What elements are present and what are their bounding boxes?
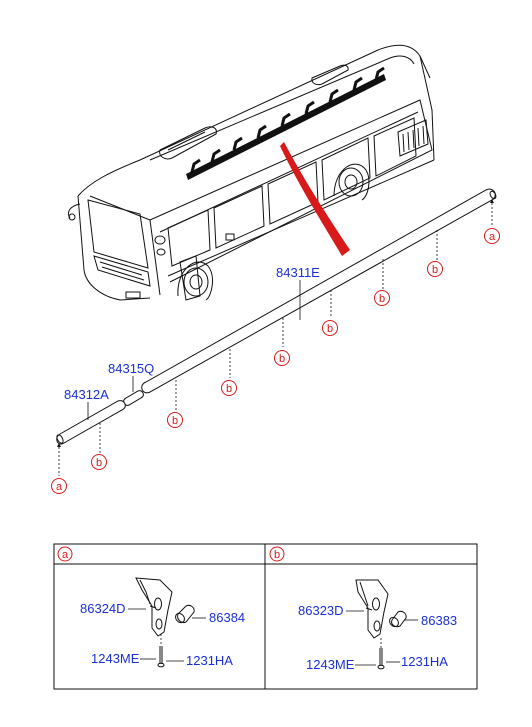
bracket-86324D-drawing: [135, 577, 173, 637]
label-1243ME-a: 1243ME: [91, 651, 140, 666]
detail-table: [53, 543, 478, 690]
label-84312A: 84312A: [64, 387, 109, 402]
screw-1243ME-drawing: [157, 634, 165, 668]
svg-text:b: b: [226, 383, 232, 395]
detail-b-panel: b 86323D 86383 1243ME 1231HA: [269, 546, 457, 672]
callout-b-6: b: [167, 412, 183, 428]
label-86383: 86383: [421, 613, 457, 628]
label-86323D: 86323D: [298, 603, 344, 618]
detail-a-panel: a 86324D 86384 1243ME 1231HA: [57, 546, 245, 668]
label-1243ME-b: 1243ME: [306, 657, 355, 672]
svg-text:a: a: [62, 549, 69, 561]
cap-86384-drawing: [175, 604, 195, 624]
callout-b-3: b: [322, 320, 338, 336]
svg-text:a: a: [56, 481, 63, 493]
svg-text:b: b: [172, 415, 178, 427]
svg-text:b: b: [327, 323, 333, 335]
rail-84312A: [56, 400, 126, 445]
label-84311E: 84311E: [276, 265, 320, 280]
label-1231HA-a: 1231HA: [186, 653, 233, 668]
label-84315Q: 84315Q: [108, 361, 154, 376]
screw-1243ME-b-drawing: [377, 638, 385, 670]
label-86324D: 86324D: [80, 601, 126, 616]
callout-leaders: [57, 199, 494, 476]
roof-rail-installed: [186, 66, 386, 180]
joint-84315Q: [123, 390, 144, 406]
svg-text:b: b: [432, 264, 438, 276]
callout-a-top: a: [484, 228, 500, 244]
callout-b-4: b: [274, 350, 290, 366]
bracket-86323D-drawing: [355, 579, 389, 639]
callout-a-bottom: a: [51, 478, 67, 494]
svg-text:b: b: [379, 293, 385, 305]
detail-pointer-arrow: [280, 142, 350, 256]
rail-84311E: [141, 188, 497, 394]
svg-text:b: b: [279, 353, 285, 365]
svg-text:b: b: [274, 549, 280, 561]
svg-text:a: a: [489, 231, 496, 243]
label-1231HA-b: 1231HA: [401, 654, 448, 669]
callout-b-2: b: [374, 290, 390, 306]
callout-b-5: b: [221, 380, 237, 396]
cap-86383-drawing: [389, 610, 407, 628]
label-86384: 86384: [209, 610, 245, 625]
callout-b-1: b: [427, 261, 443, 277]
callout-b-7: b: [91, 454, 107, 470]
svg-text:b: b: [96, 457, 102, 469]
